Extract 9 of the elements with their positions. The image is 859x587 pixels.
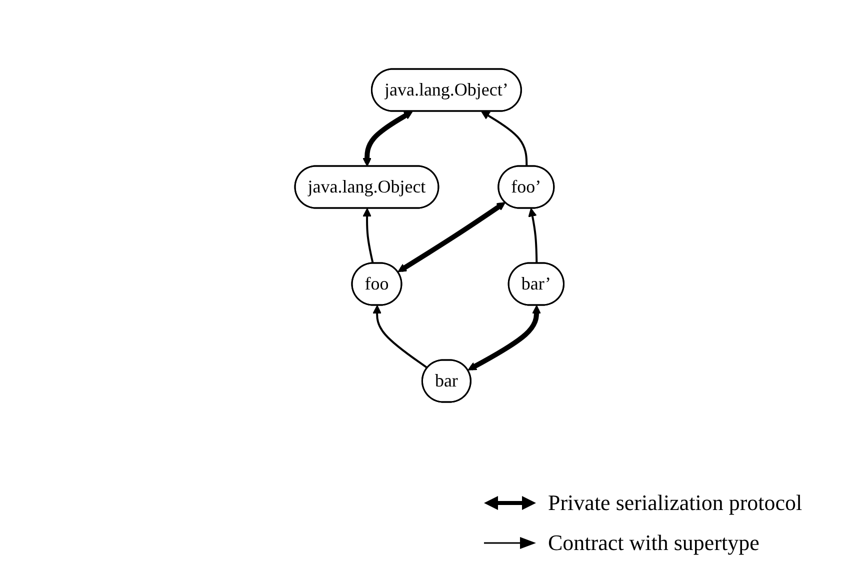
legend-label: Private serialization protocol	[548, 490, 802, 516]
arrow	[372, 304, 428, 368]
arrow	[398, 202, 506, 272]
arrow	[481, 110, 528, 166]
arrow	[468, 304, 542, 370]
arrow	[528, 208, 538, 263]
legend-label: Contract with supertype	[548, 530, 760, 556]
arrow	[362, 208, 374, 264]
arrow	[362, 110, 413, 166]
